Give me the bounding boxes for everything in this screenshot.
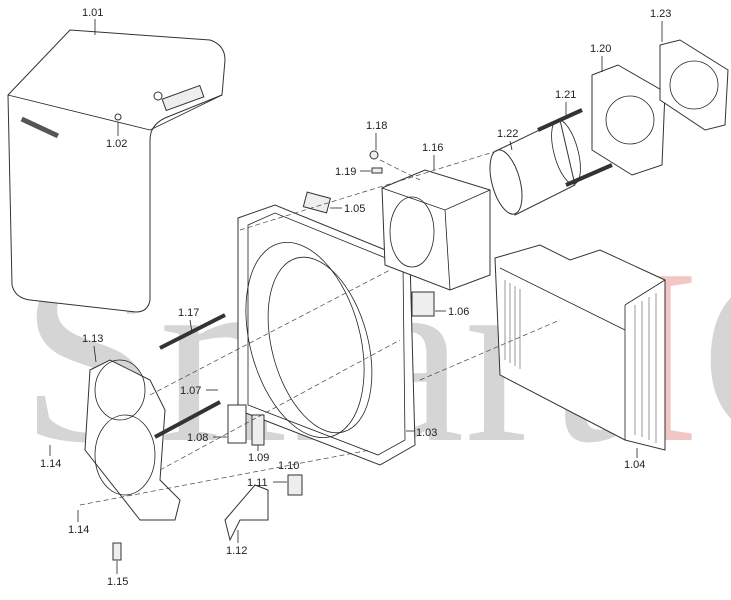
callout-1-09: 1.09 [248,452,269,464]
part-flange [591,64,666,176]
part-rods [537,108,613,187]
part-plate [84,359,181,521]
part-cover [7,29,226,313]
callout-1-12: 1.12 [226,545,247,557]
callout-1-04: 1.04 [624,459,645,471]
part-106 [411,291,435,317]
callout-1-20: 1.20 [590,43,611,55]
callout-1-22: 1.22 [497,128,518,140]
assembly-lines [79,149,561,506]
part-108 [227,404,247,444]
callout-1-08: 1.08 [187,432,208,444]
part-112 [224,484,269,542]
callout-1-05: 1.05 [344,203,365,215]
callout-1-17: 1.17 [178,307,199,319]
part-tray [494,244,666,451]
callout-1-23: 1.23 [650,8,671,20]
part-gasket [659,39,729,131]
part-frame [237,204,416,466]
part-115 [112,542,122,561]
callout-1-01: 1.01 [82,7,103,19]
part-105 [302,191,332,214]
callout-1-10: 1.10 [278,460,299,472]
callout-1-02: 1.02 [106,138,127,150]
callout-1-16: 1.16 [422,142,443,154]
part-119 [371,167,383,174]
callout-1-15: 1.15 [107,576,128,588]
callout-1-03: 1.03 [416,427,437,439]
part-118 [369,150,379,160]
part-long-screw [154,400,221,439]
part-long-screw [159,313,226,350]
callouts: 1.01 1.02 1.03 1.04 1.05 1.06 1.07 1.08 … [40,7,671,588]
callout-1-14: 1.14 [68,524,89,536]
callout-1-06: 1.06 [448,306,469,318]
callout-1-11: 1.11 [247,477,268,489]
callout-1-19: 1.19 [335,166,356,178]
callout-1-18: 1.18 [366,120,387,132]
callout-1-21: 1.21 [555,89,576,101]
part-housing [381,169,491,291]
part-air-tube [489,119,581,216]
callout-1-07: 1.07 [180,385,201,397]
callout-1-14: 1.14 [40,458,61,470]
part-111 [287,474,303,496]
callout-1-13: 1.13 [82,333,103,345]
